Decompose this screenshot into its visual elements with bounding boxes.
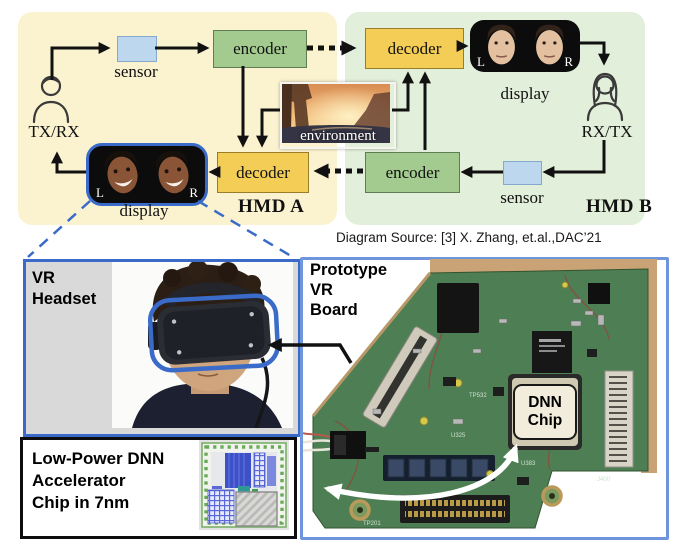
vr-headset-label-line2: Headset (32, 289, 97, 308)
svg-text:J400: J400 (597, 477, 611, 483)
dnn-chip-label-line2: Chip (527, 412, 563, 429)
vr-headset-photo (112, 262, 293, 428)
hmd-a-encoder-box: encoder (213, 30, 307, 68)
hmd-b-decoder-label: decoder (387, 38, 442, 58)
hmd-a-user-label: TX/RX (28, 122, 80, 141)
dnn-chip-label: DNN Chip (513, 384, 577, 440)
board-label-line2: VR (310, 280, 333, 299)
environment-label: environment (300, 128, 376, 144)
dnn-dataflow-arrow (323, 443, 519, 501)
board-ic-large (437, 283, 479, 333)
hmd-b-display-label: display (500, 84, 550, 103)
chip-floorplan-image (199, 440, 289, 530)
hmd-b-sensor-box (503, 161, 542, 185)
hmd-b-encoder-label: encoder (385, 162, 440, 182)
display-a-left-tag: L (96, 185, 104, 200)
user-a-icon (32, 75, 70, 124)
headset-highlight-outline (147, 293, 280, 373)
hmd-a-decoder-label: decoder (236, 162, 290, 182)
dnn-chip-label-line1: DNN (528, 394, 562, 412)
hmd-b-decoder-box: decoder (365, 28, 464, 69)
environment-image: environment (280, 82, 396, 149)
face-a-right-image (155, 150, 189, 194)
display-b-right-tag: R (564, 54, 573, 69)
board-connector-right (604, 370, 634, 468)
hmd-b-user-label: RX/TX (581, 122, 633, 141)
hmd-a-decoder-box: decoder (217, 152, 309, 193)
display-a-right-tag: R (189, 185, 198, 200)
hmd-a-encoder-label: encoder (233, 39, 287, 58)
hmd-a-sensor-label: sensor (114, 62, 158, 81)
board-label-line1: Prototype (310, 261, 388, 279)
prototype-board-label: Prototype VR Board (310, 261, 420, 320)
face-b-right-image (534, 24, 564, 65)
vr-headset-label: VR Headset (32, 268, 96, 309)
user-b-icon (586, 72, 624, 122)
board-connector-bottom (400, 495, 510, 523)
svg-text:U325: U325 (451, 433, 466, 439)
svg-text:TP201: TP201 (363, 521, 381, 527)
low-power-chip-label: Low-Power DNN Accelerator Chip in 7nm (32, 448, 164, 514)
hmd-b-display: L R (470, 20, 580, 72)
face-a-left-image (104, 150, 138, 194)
board-wired-connector (303, 431, 366, 459)
hmd-a-title: HMD A (238, 196, 305, 217)
hmd-a-display: L R (86, 143, 208, 206)
source-note: Diagram Source: [3] X. Zhang, et.al.,DAC… (336, 230, 602, 245)
face-b-left-image (486, 24, 516, 65)
board-label-line3: Board (310, 300, 358, 319)
hmd-b-encoder-box: encoder (365, 152, 460, 193)
hmd-a-display-label: display (119, 201, 169, 220)
svg-text:TP532: TP532 (469, 393, 487, 399)
vr-headset-label-line1: VR (32, 269, 55, 287)
hmd-a-sensor-box (117, 36, 157, 62)
low-power-label-line1: Low-Power DNN (32, 449, 165, 468)
display-b-left-tag: L (477, 54, 485, 69)
low-power-label-line3: Chip in 7nm (32, 493, 130, 513)
svg-text:U383: U383 (521, 461, 536, 467)
hmd-b-title: HMD B (586, 196, 653, 217)
hmd-b-sensor-label: sensor (500, 188, 544, 207)
environment-scene (282, 84, 390, 143)
low-power-label-line2: Accelerator (32, 471, 126, 491)
